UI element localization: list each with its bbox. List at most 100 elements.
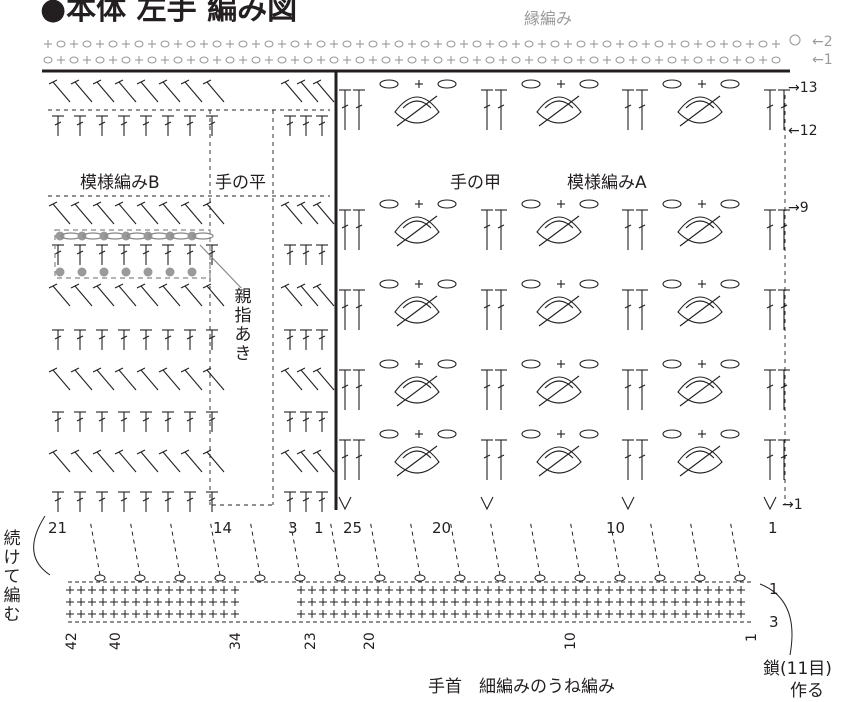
post-stitch: [341, 104, 349, 109]
slanted-stitch: [180, 449, 190, 455]
pattern-a-label: 模様編みA: [565, 168, 649, 193]
post-stitch: [355, 104, 363, 109]
slanted-stitch: [118, 203, 137, 225]
rib-chain: [574, 574, 586, 582]
chain-loop: [720, 79, 740, 89]
rib-num-20: 20: [362, 632, 378, 650]
edge-chain: [680, 40, 690, 48]
slanted-stitch: [114, 79, 124, 85]
treble-stitch: [98, 250, 106, 255]
fan-stem: [538, 375, 580, 407]
edge-chain: [628, 40, 638, 48]
slanted-stitch: [158, 283, 168, 289]
post-stitch: [624, 304, 632, 309]
rib-link: [649, 519, 661, 576]
rib-link: [569, 519, 581, 576]
edge-chain: [134, 40, 144, 48]
treble-stitch: [186, 121, 194, 126]
fan-arc: [402, 100, 432, 109]
slanted-stitch: [118, 369, 137, 391]
treble-stitch: [98, 497, 106, 502]
slanted-stitch: [206, 285, 225, 307]
slanted-stitch: [280, 367, 290, 373]
post-stitch: [638, 454, 646, 459]
post-stitch: [355, 304, 363, 309]
slanted-stitch: [92, 367, 102, 373]
slanted-stitch: [202, 283, 212, 289]
rib-chain: [374, 574, 386, 582]
rib-num-10: 10: [563, 632, 579, 650]
treble-stitch: [208, 417, 216, 422]
rib-link: [409, 519, 421, 576]
v-stitch: [763, 496, 777, 511]
edge-chain: [381, 56, 391, 64]
slanted-stitch: [96, 203, 115, 225]
chain-loop: [379, 429, 399, 439]
post-stitch: [624, 224, 632, 229]
rib-chain: [614, 574, 626, 582]
fan-stem: [396, 295, 438, 327]
continue-leader: [33, 515, 51, 576]
edge-chain: [667, 56, 677, 64]
fan-motif: [677, 376, 723, 404]
thumb-dot: [77, 267, 87, 277]
chain-loop: [662, 199, 682, 209]
rib-link: [449, 519, 461, 576]
post-stitch: [355, 384, 363, 389]
edge-chain: [277, 56, 287, 64]
palm-label: 手の平: [213, 168, 268, 193]
post-stitch: [341, 224, 349, 229]
rib-link: [169, 519, 181, 576]
slanted-stitch: [284, 369, 303, 391]
rib-row-1: 1: [769, 580, 779, 598]
rib-chain: [734, 574, 746, 582]
slanted-stitch: [70, 283, 80, 289]
slanted-stitch: [206, 451, 225, 473]
slanted-stitch: [184, 369, 203, 391]
chart-frame: [42, 69, 790, 510]
post-stitch: [624, 104, 632, 109]
slanted-stitch: [158, 449, 168, 455]
slanted-stitch: [74, 369, 93, 391]
edge-chain: [329, 56, 339, 64]
fan-motif: [536, 216, 582, 244]
rib-link: [289, 519, 301, 576]
slanted-stitch: [136, 79, 146, 85]
thumb-dot: [187, 267, 197, 277]
edge-chain: [693, 56, 703, 64]
treble-stitch: [186, 497, 194, 502]
slanted-stitch: [284, 81, 303, 103]
rib-chain: [134, 574, 146, 582]
rib-link: [129, 519, 141, 576]
slanted-stitch: [296, 201, 306, 207]
slanted-stitch: [300, 285, 319, 307]
row-arrow-12: ←12: [788, 123, 818, 139]
slanted-stitch: [96, 81, 115, 103]
slanted-stitch: [162, 369, 181, 391]
thumb-dot: [165, 231, 175, 241]
rib-link: [209, 519, 221, 576]
edge-chain: [95, 56, 105, 64]
treble-stitch: [76, 250, 84, 255]
slanted-stitch: [184, 81, 203, 103]
fan-stem: [679, 375, 721, 407]
rib-chain: [414, 574, 426, 582]
edge-chain: [485, 56, 495, 64]
chain-loop: [379, 199, 399, 209]
treble-stitch: [54, 417, 62, 422]
slanted-stitch: [300, 369, 319, 391]
slanted-stitch: [158, 79, 168, 85]
post-stitch: [355, 454, 363, 459]
slanted-stitch: [316, 285, 335, 307]
fan-motif: [536, 96, 582, 124]
thumb-dot: [121, 231, 131, 241]
chain-loop: [579, 279, 599, 289]
post-stitch: [766, 304, 774, 309]
treble-stitch: [286, 121, 294, 126]
fan-motif: [677, 446, 723, 474]
fan-stem: [538, 215, 580, 247]
edge-chain: [56, 40, 66, 48]
slanted-stitch: [114, 449, 124, 455]
make-label: 作る: [790, 681, 824, 701]
treble-stitch: [286, 335, 294, 340]
